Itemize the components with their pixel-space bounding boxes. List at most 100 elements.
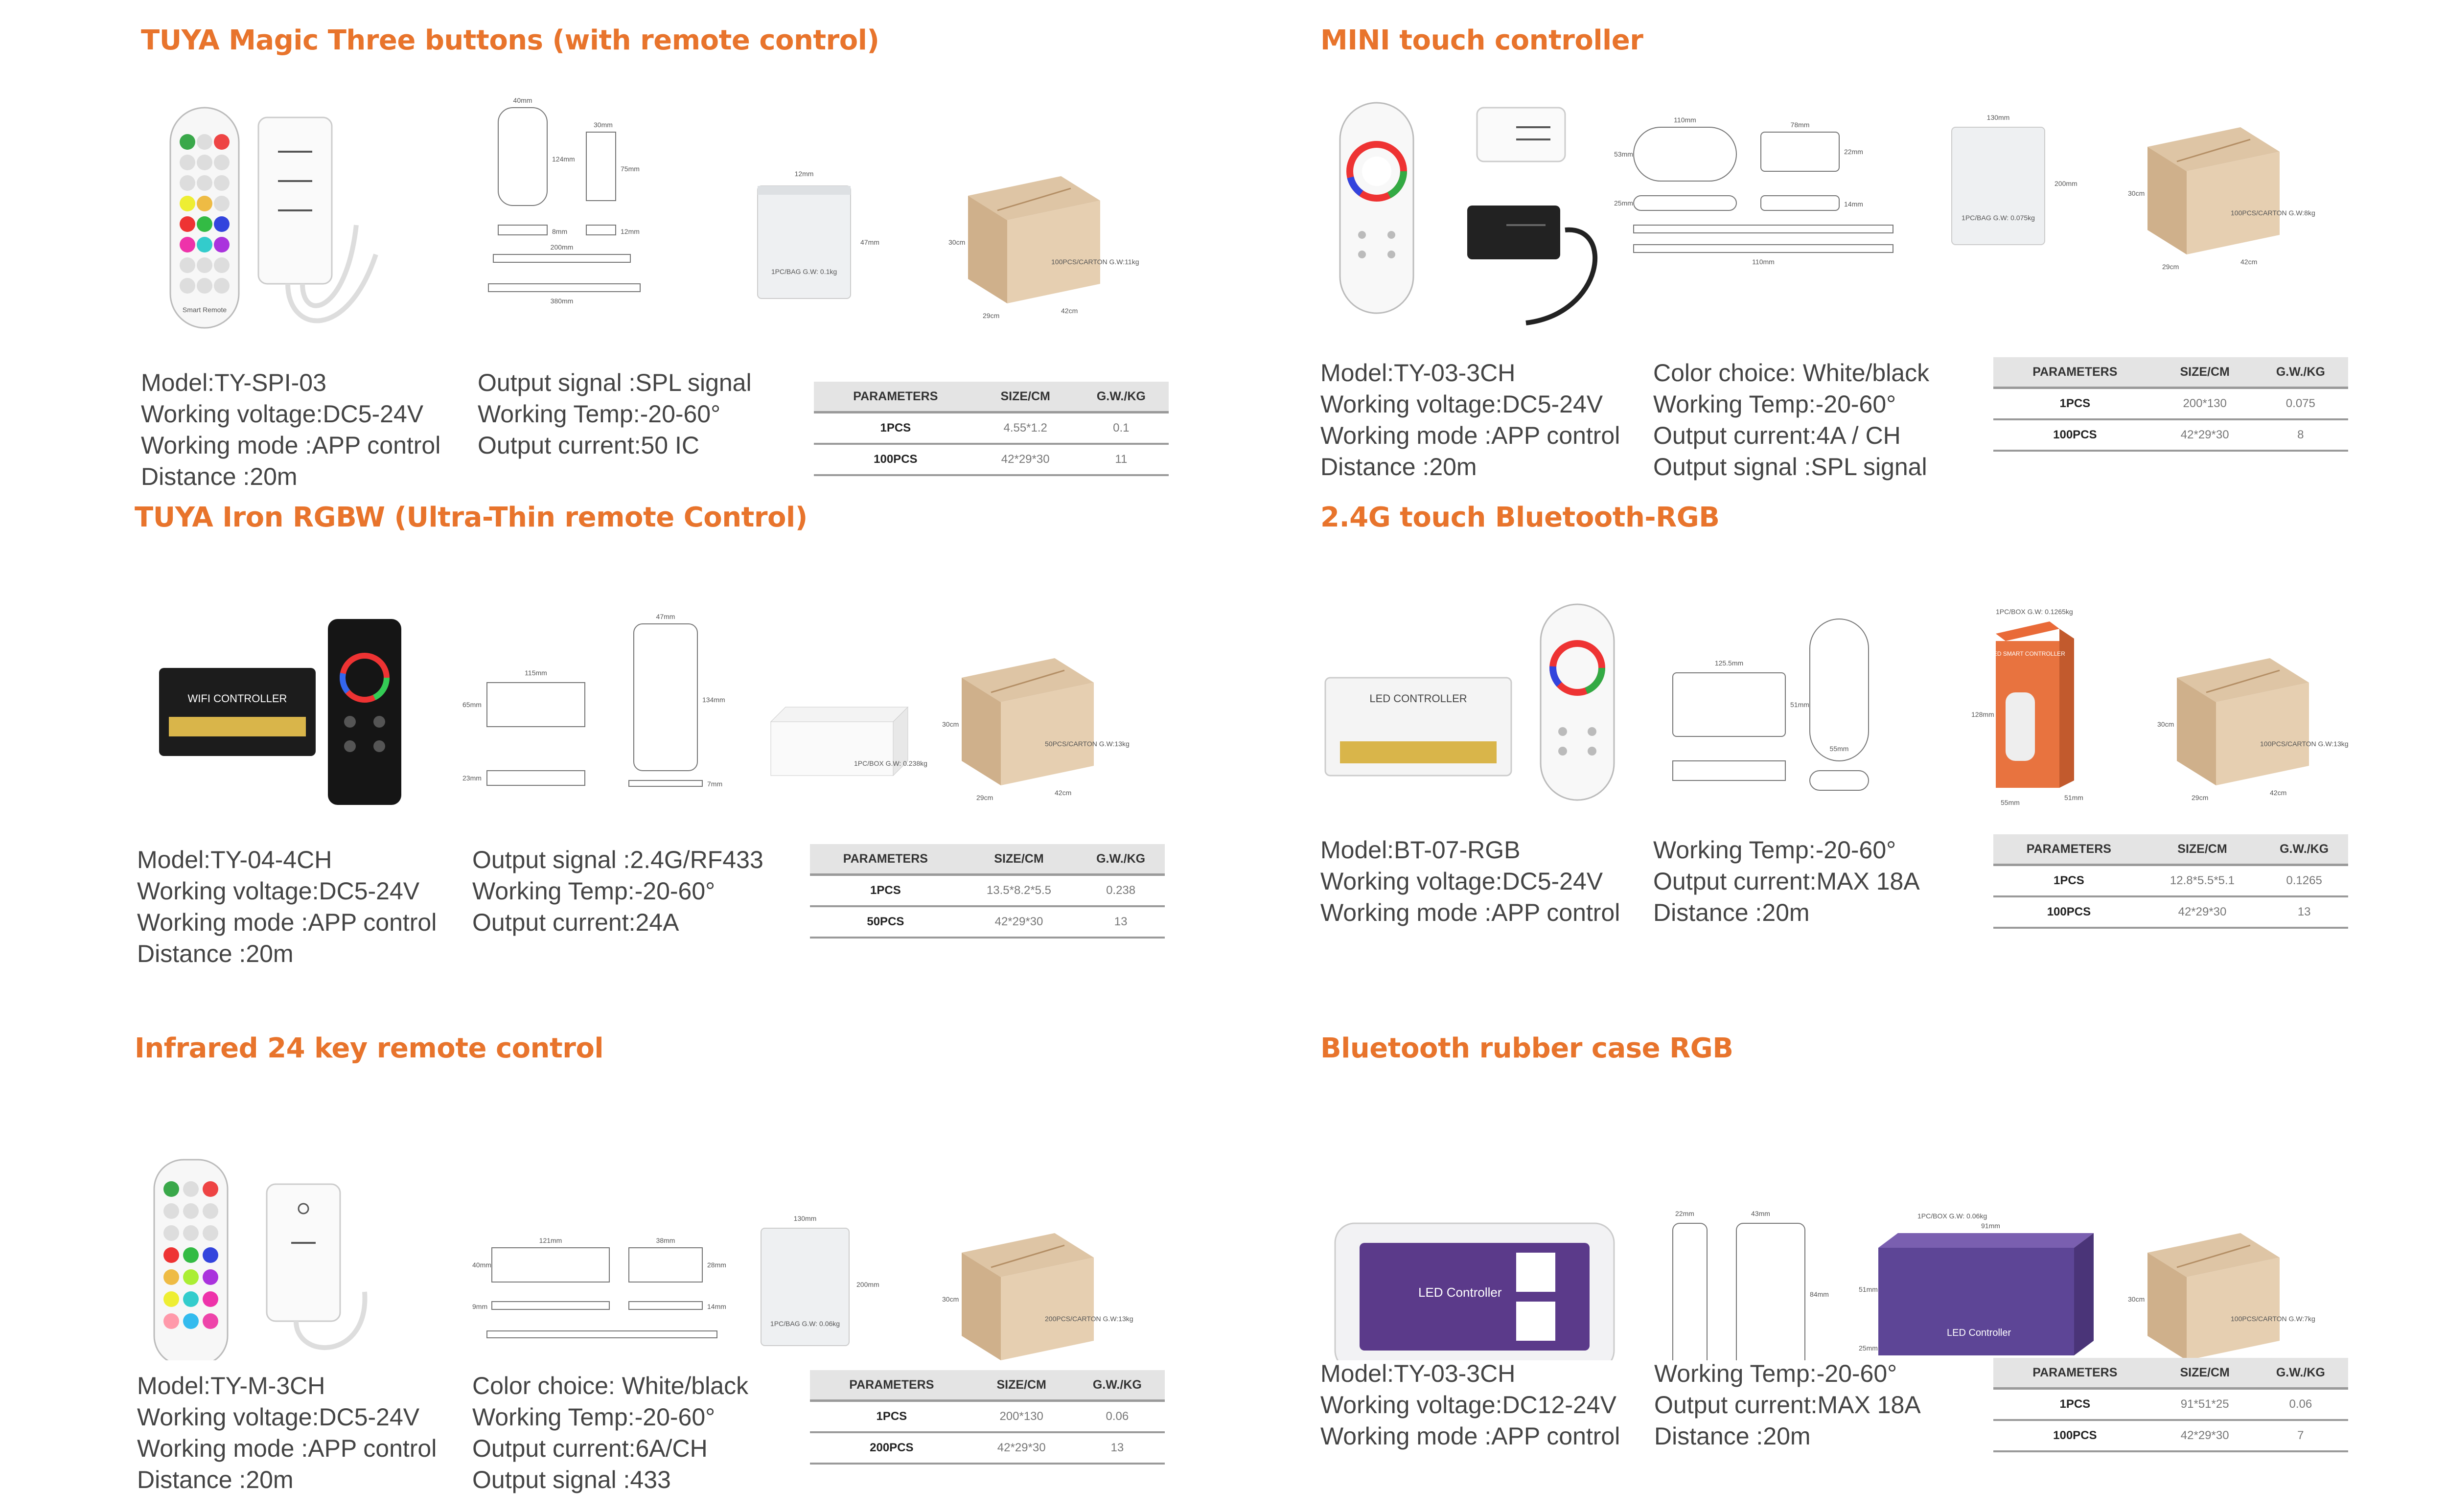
bag-label: 1PC/BAG G.W: 0.1kg [771,268,837,275]
specs-right: Output signal :SPL signal Working Temp:-… [478,367,752,461]
carton-box-image: 100PCS/CARTON G.W:7kg 30cm [2128,1233,2315,1360]
svg-text:43mm: 43mm [1751,1210,1770,1217]
svg-text:30cm: 30cm [2128,1295,2145,1303]
device-label: WIFI CONTROLLER [188,692,287,705]
svg-text:128mm: 128mm [1971,710,1994,718]
table-row: 200PCS 42*29*30 13 [810,1432,1165,1465]
spec-temp: Working Temp:-20-60° [472,877,716,905]
spec-temp: Working Temp:-20-60° [478,400,721,428]
spec-mode: Working mode :APP control [137,909,437,936]
header-size: SIZE/CM [977,382,1074,413]
spec-model: Model:BT-07-RGB [1320,836,1521,864]
device-label: LED CONTROLLER [1369,692,1467,705]
svg-text:25mm: 25mm [1614,199,1633,207]
table-row: 100PCS 42*29*30 11 [814,444,1169,476]
section-title: Infrared 24 key remote control [135,1032,604,1064]
dimension-drawing: 115mm 65mm 23mm 47mm 134mm 7mm [462,613,725,788]
dimension-drawing: 125.5mm 51mm 55mm [1672,619,1869,791]
svg-text:30cm: 30cm [948,238,965,246]
svg-text:91mm: 91mm [1981,1222,2000,1230]
section-mini-touch-controller: MINI touch controller [1320,24,2447,504]
spec-temp: Working Temp:-20-60° [1653,836,1896,864]
spec-output-current: Output current:24A [472,909,679,936]
spec-model: Model:TY-03-3CH [1320,1360,1516,1387]
specs-right: Output signal :2.4G/RF433 Working Temp:-… [472,844,763,938]
spec-mode: Working mode :APP control [141,432,441,459]
spec-model: Model:TY-03-3CH [1320,359,1516,387]
svg-text:42cm: 42cm [1061,307,1078,315]
packaging-bag-image: 12mm 47mm 1PC/BAG G.W: 0.1kg [757,170,879,299]
spec-distance: Distance :20m [137,1466,294,1493]
carton-box-image: 50PCS/CARTON G.W:13kg 29cm 42cm 30cm [942,658,1130,802]
specs-right: Working Temp:-20-60° Output current:MAX … [1654,1358,1921,1452]
spec-model: Model:TY-M-3CH [137,1372,325,1399]
remote-control-image: Smart Remote [169,107,240,329]
svg-text:115mm: 115mm [525,669,547,677]
spec-color: Color choice: White/black [472,1372,749,1399]
table-row: 1PCS 200*130 0.06 [810,1400,1165,1433]
svg-text:55mm: 55mm [2001,799,2020,806]
table-row: 1PCS 91*51*25 0.06 [1993,1388,2348,1421]
svg-text:42cm: 42cm [1055,789,1071,797]
specs-left: Model:TY-03-3CH Working voltage:DC5-24V … [1320,357,1620,482]
table-row: 1PCS 4.55*1.2 0.1 [814,412,1169,445]
touch-remote-image [1339,102,1414,314]
header-weight: G.W./KG [1073,382,1169,413]
svg-text:75mm: 75mm [621,165,640,173]
spec-distance: Distance :20m [1653,899,1810,926]
table-header-row: PARAMETERS SIZE/CM G.W./KG [1993,834,2348,866]
parameters-table: PARAMETERS SIZE/CM G.W./KG 1PCS 12.8*5.5… [1993,834,2348,929]
spec-output-signal: Output signal :SPL signal [1653,453,1927,481]
spec-voltage: Working voltage:DC5-24V [1320,868,1603,895]
product-images: 121mm 38mm 40mm 28mm 9mm 14mm 130mm 200m… [135,1086,1319,1360]
spec-mode: Working mode :APP control [137,1435,437,1462]
packaging-box-image: LED Controller 1PC/BOX G.W: 0.06kg 91mm … [1859,1212,2094,1355]
section-title: TUYA Iron RGBW (Ultra-Thin remote Contro… [135,502,808,533]
svg-text:42cm: 42cm [2240,258,2257,266]
svg-text:30mm: 30mm [594,121,613,129]
specs-right: Color choice: White/black Working Temp:-… [472,1370,748,1495]
product-images: LED Controller 22mm 43mm 84mm LED Contro… [1320,1086,2447,1360]
product-images: 110mm 53mm 25mm 78mm 22mm 14mm 110mm 130… [1320,78,2447,352]
spec-temp: Working Temp:-20-60° [1654,1360,1897,1387]
table-header-row: PARAMETERS SIZE/CM G.W./KG [1993,357,2348,389]
specs-right: Color choice: White/black Working Temp:-… [1653,357,1929,482]
dimension-drawing: 121mm 38mm 40mm 28mm 9mm 14mm [472,1237,726,1338]
carton-box-image: 200PCS/CARTON G.W:13kg 30cm [942,1233,1133,1360]
svg-text:14mm: 14mm [707,1303,726,1310]
packaging-box-image: 1PC/BOX G.W: 0.238kg [770,706,927,777]
specs-left: Model:TY-M-3CH Working voltage:DC5-24V W… [137,1370,437,1495]
spec-output-current: Output current:MAX 18A [1654,1391,1921,1419]
svg-text:380mm: 380mm [551,297,574,305]
mini-controller-image [1467,107,1598,325]
section-2-4g-touch-bluetooth-rgb: 2.4G touch Bluetooth-RGB LED CONTROLLER [1320,502,2447,981]
slim-remote-image [328,619,401,805]
svg-text:124mm: 124mm [552,155,575,163]
svg-text:40mm: 40mm [472,1261,491,1269]
spec-output-signal: Output signal :SPL signal [478,369,752,396]
product-images: Smart Remote 40mm 124mm 30mm [141,78,1325,352]
svg-text:200mm: 200mm [856,1281,879,1288]
svg-text:22mm: 22mm [1675,1210,1694,1217]
svg-text:125.5mm: 125.5mm [1715,659,1743,667]
svg-text:51mm: 51mm [1859,1285,1878,1293]
box-label: 1PC/BOX G.W: 0.238kg [854,759,927,767]
svg-text:65mm: 65mm [462,701,482,709]
svg-text:51mm: 51mm [1790,701,1809,709]
spec-distance: Distance :20m [137,940,294,967]
spec-distance: Distance :20m [141,463,298,490]
svg-text:53mm: 53mm [1614,150,1633,158]
table-row: 100PCS 42*29*30 8 [1993,419,2348,452]
table-header-row: PARAMETERS SIZE/CM G.W./KG [814,382,1169,413]
table-row: 1PCS 12.8*5.5*5.1 0.1265 [1993,865,2348,897]
table-row: 100PCS 42*29*30 13 [1993,896,2348,929]
controller-image [266,1183,368,1350]
ir-remote-image [153,1159,229,1360]
svg-text:110mm: 110mm [1752,258,1775,266]
packaging-bag-image: 130mm 200mm 1PC/BAG G.W: 0.075kg [1951,114,2078,245]
svg-text:110mm: 110mm [1674,116,1696,124]
remote-label: Smart Remote [183,306,227,314]
table-row: 1PCS 13.5*8.2*5.5 0.238 [810,874,1165,907]
device-label: LED Controller [1418,1285,1502,1300]
